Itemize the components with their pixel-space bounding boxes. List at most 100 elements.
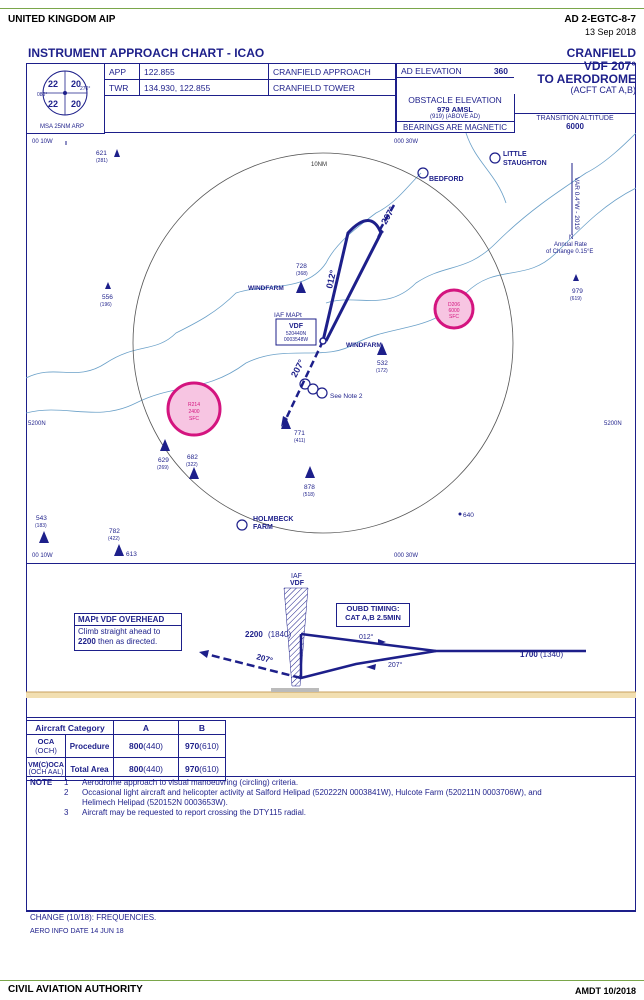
aip-title: UNITED KINGDOM AIP (8, 14, 116, 25)
divider (26, 563, 636, 564)
obstacle-532: 532(172) (376, 343, 388, 374)
place-farm: FARM (253, 524, 273, 531)
see-note-2: See Note 2 (330, 393, 363, 400)
place-bedford: BEDFORD (429, 176, 464, 183)
minima-total-a: 800 (128, 764, 144, 774)
place-holmbeck: HOLMBECK (253, 516, 293, 523)
footer-amendment: AMDT 10/2018 (574, 986, 636, 996)
iaf-mapt-label: IAF MAPt (274, 312, 302, 319)
svg-text:771: 771 (294, 430, 305, 437)
svg-text:(619): (619) (570, 296, 582, 302)
profile-track-in: 012° (359, 633, 374, 641)
place-staughton: STAUGHTON (503, 160, 547, 167)
obstacles: 621(281) 556(196) 728(368) 532(172) 979(… (35, 149, 583, 558)
procedure-to: TO AERODROME (537, 72, 636, 86)
north-label: N (569, 235, 573, 241)
divider (26, 776, 636, 777)
bearings-magnetic: BEARINGS ARE MAGNETIC (396, 121, 514, 133)
ad-elevation-label: AD ELEVATION (401, 66, 462, 76)
svg-text:979: 979 (572, 288, 583, 295)
mapt-altitude: 2200 (78, 637, 96, 646)
place-windfarm-2: WINDFARM (346, 342, 382, 349)
minima-proc-b: 970 (184, 741, 200, 751)
ad-elevation-value: 360 (493, 66, 508, 76)
svg-text:6000: 6000 (448, 308, 459, 314)
obstacle-543: 543(183) (35, 515, 49, 543)
lon-label-east-top: 000 30W (394, 139, 418, 145)
place-little: LITTLE (503, 151, 527, 158)
minima-total-a-och: (440) (143, 764, 164, 774)
obstacle-629: 629(269) (157, 439, 170, 471)
mapt-text1: Climb straight ahead to (78, 627, 161, 636)
obstacle-above: (919) (429, 114, 444, 120)
minima-proc-a-och: (440) (143, 741, 164, 751)
obstacle-771: 771(411) (281, 417, 306, 444)
profile-vdf: VDF (290, 580, 305, 587)
lon-label-east-bottom: 000 30W (394, 553, 418, 559)
ad-elevation-box: AD ELEVATION 360 (396, 63, 514, 78)
divider (26, 717, 636, 718)
obstacle-613: 613 (126, 551, 137, 558)
comms-table: APP 122.855 CRANFIELD APPROACH TWR 134.9… (104, 63, 396, 96)
minima-procedure: Procedure (69, 741, 110, 751)
page-date: 13 Sep 2018 (584, 27, 636, 37)
timing-box: OUBD TIMING: CAT A,B 2.5MIN (336, 603, 410, 627)
profile-iaf: IAF (291, 573, 302, 580)
divider (396, 63, 397, 133)
obstacle-621: 621(281) (96, 149, 120, 164)
track-arrival-207: 207° (379, 205, 397, 226)
minima-header-b: B (178, 720, 226, 735)
note-text: Aircraft may be requested to report cros… (82, 808, 306, 817)
note-text: Aerodrome approach to visual manoeuvring… (82, 778, 299, 787)
svg-text:R214: R214 (188, 402, 200, 408)
transition-value: 6000 (566, 122, 584, 131)
svg-text:640: 640 (463, 512, 474, 519)
obstacle-556: 556(196) (100, 282, 113, 308)
minima-total-b: 970 (184, 764, 200, 774)
mapt-text2: then as directed. (95, 637, 158, 646)
danger-area-r214: R214 2400 SFC (166, 381, 222, 437)
procedure-track (281, 204, 396, 427)
change-note: CHANGE (10/18): FREQUENCIES. (30, 913, 157, 922)
minima-proc-b-och: (610) (199, 741, 220, 751)
variation-label: VAR 0.4°W - 2019 (573, 177, 581, 230)
ground (26, 692, 636, 698)
minima-row-label: OCA (OCH) Procedure (26, 734, 114, 758)
obstacle-unit: AMSL (451, 105, 473, 114)
lon-label-west-top: 00 10W (32, 139, 53, 145)
notes-label: NOTE (30, 778, 53, 787)
profile-view: IAF VDF 012° 207° 207° 2200 (1840) 1700 … (26, 573, 636, 698)
danger-area-d206: D206 6000 SFC (433, 288, 475, 330)
obstacle-878: 878(518) (303, 466, 315, 498)
timing-title: OUBD TIMING: (346, 604, 400, 613)
svg-text:(322): (322) (186, 462, 198, 468)
svg-text:(518): (518) (303, 492, 315, 498)
transition-label: TRANSITION ALTITUDE (536, 115, 614, 122)
profile-alt-right-agl: (1340) (540, 650, 563, 659)
page-ref: AD 2-EGTC-8-7 (564, 14, 636, 25)
svg-text:SFC: SFC (189, 416, 199, 422)
svg-text:(368): (368) (296, 271, 308, 277)
svg-text:(196): (196) (100, 302, 112, 308)
svg-text:(183): (183) (35, 523, 47, 529)
airfield-name: CRANFIELD (566, 46, 636, 60)
obstacle-979: 979(619) (570, 274, 583, 302)
plan-view: 00 10W 000 30W 00 10W 000 30W 5200N 5200… (26, 133, 636, 559)
msa-sector-sw: 22 (48, 99, 58, 109)
vdf-box-lon: 0003548W (284, 337, 308, 343)
transition-altitude-box: TRANSITION ALTITUDE 6000 (514, 113, 636, 133)
comms-blank (104, 93, 396, 133)
note-text: Helimech Helipad (520152N 0003653W). (82, 798, 228, 807)
svg-text:728: 728 (296, 263, 307, 270)
minima-total-b-och: (610) (199, 764, 220, 774)
little-staughton-symbol (489, 152, 501, 164)
profile-alt-left: 2200 (245, 630, 263, 639)
minima-total: Total Area (70, 764, 109, 774)
profile-alt-left-agl: (1840) (268, 630, 291, 639)
svg-text:629: 629 (158, 457, 169, 464)
comm-service: APP (104, 63, 140, 80)
comms-row: APP 122.855 CRANFIELD APPROACH (104, 63, 396, 80)
svg-text:613: 613 (126, 551, 137, 558)
svg-text:(422): (422) (108, 536, 120, 542)
